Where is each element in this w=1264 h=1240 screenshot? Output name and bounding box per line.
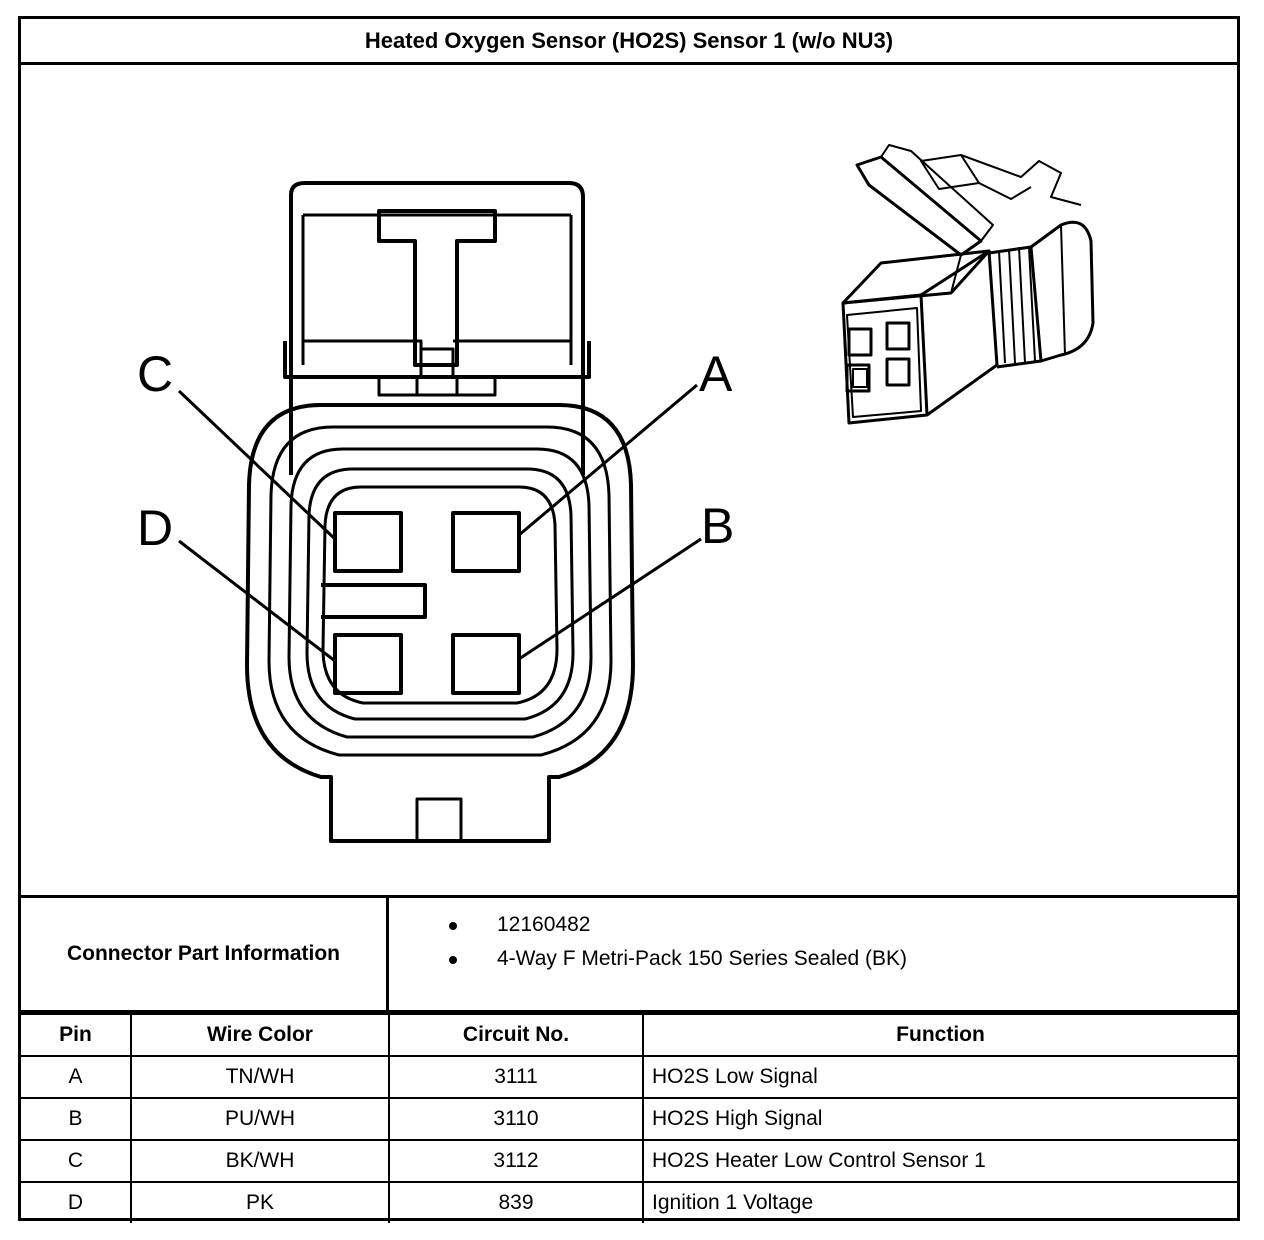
pin-label-b: B [701, 498, 734, 554]
cell-pin: A [21, 1055, 132, 1099]
pin-label-d: D [137, 500, 173, 556]
cavity-d [333, 633, 403, 695]
cell-function: HO2S Low Signal [642, 1055, 1237, 1099]
cell-pin: D [21, 1181, 132, 1223]
connector-sheet: Heated Oxygen Sensor (HO2S) Sensor 1 (w/… [18, 16, 1240, 1223]
connector-info-label: Connector Part Information [21, 898, 389, 1010]
leader-line-b [518, 537, 702, 661]
header-pin: Pin [21, 1013, 132, 1057]
table-row: C BK/WH 3112 HO2S Heater Low Control Sen… [21, 1139, 1237, 1183]
header-function: Function [642, 1013, 1237, 1057]
keying-bar [321, 583, 427, 619]
list-item: 4-Way F Metri-Pack 150 Series Sealed (BK… [389, 942, 1237, 976]
pin-label-a: A [699, 346, 733, 402]
cell-function: HO2S High Signal [642, 1097, 1237, 1141]
connector-diagram: C A D B [21, 65, 1237, 895]
cell-wire-color: TN/WH [130, 1055, 390, 1099]
cell-wire-color: PK [130, 1181, 390, 1223]
connector-face-drawing: C A D B [137, 144, 1095, 843]
cell-wire-color: PU/WH [130, 1097, 390, 1141]
connector-info-list: 12160482 4-Way F Metri-Pack 150 Series S… [389, 898, 1237, 1020]
leader-line-d [178, 539, 336, 663]
cavity-c [333, 511, 403, 573]
pin-label-c: C [137, 346, 173, 402]
cell-circuit: 3111 [388, 1055, 644, 1099]
cell-circuit: 3112 [388, 1139, 644, 1183]
cell-pin: C [21, 1139, 132, 1183]
leader-line-c [177, 389, 337, 541]
list-item: 12160482 [389, 908, 1237, 942]
table-header-row: Pin Wire Color Circuit No. Function [21, 1013, 1237, 1057]
cavity-a [451, 511, 521, 573]
bullet-icon [449, 956, 457, 964]
bullet-icon [449, 922, 457, 930]
cell-circuit: 3110 [388, 1097, 644, 1141]
cavity-b [451, 633, 521, 695]
part-number: 12160482 [497, 913, 591, 936]
cell-circuit: 839 [388, 1181, 644, 1223]
table-row: B PU/WH 3110 HO2S High Signal [21, 1097, 1237, 1141]
cell-wire-color: BK/WH [130, 1139, 390, 1183]
latch-housing-outline [289, 181, 585, 475]
header-wire-color: Wire Color [130, 1013, 390, 1057]
cell-function: HO2S Heater Low Control Sensor 1 [642, 1139, 1237, 1183]
header-circuit: Circuit No. [388, 1013, 644, 1057]
table-row: D PK 839 Ignition 1 Voltage [21, 1181, 1237, 1223]
pin-table: Pin Wire Color Circuit No. Function A TN… [21, 1013, 1237, 1223]
connector-description: 4-Way F Metri-Pack 150 Series Sealed (BK… [497, 947, 908, 970]
cell-function: Ignition 1 Voltage [642, 1181, 1237, 1223]
page-title: Heated Oxygen Sensor (HO2S) Sensor 1 (w/… [21, 19, 1237, 65]
connector-info-row: Connector Part Information 12160482 4-Wa… [21, 895, 1237, 1013]
latch-t-tab [377, 209, 497, 367]
cell-pin: B [21, 1097, 132, 1141]
table-row: A TN/WH 3111 HO2S Low Signal [21, 1055, 1237, 1099]
leader-line-a [518, 383, 698, 537]
connector-isometric-illustration [841, 144, 1095, 425]
